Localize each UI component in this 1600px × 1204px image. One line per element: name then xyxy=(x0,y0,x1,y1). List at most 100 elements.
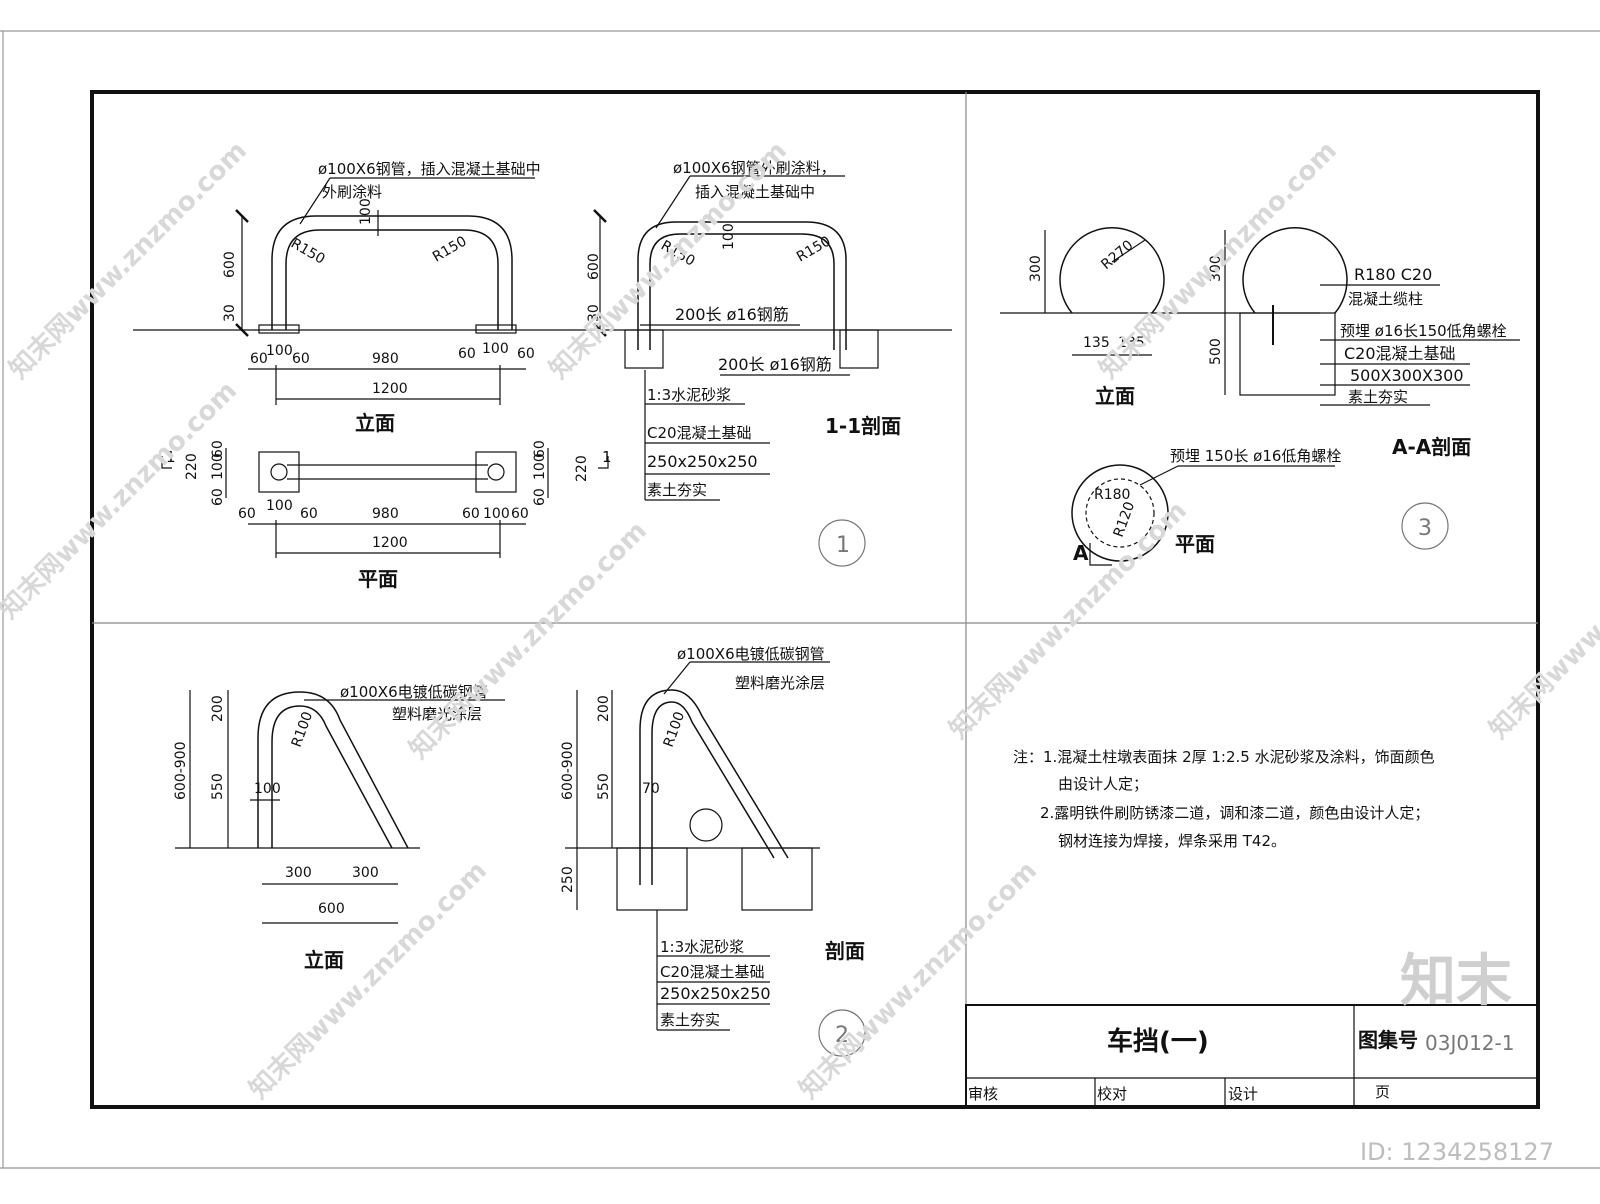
dim-600: 600 xyxy=(222,251,238,278)
dim-60-plan-d: 60 xyxy=(532,488,548,506)
bar2-sec-inner xyxy=(651,701,775,885)
d2-callout-2: 塑料磨光涂层 xyxy=(392,705,482,723)
elev-callout-1: ø100X6钢管，插入混凝土基础中 xyxy=(318,160,541,178)
section-bar-outer xyxy=(637,221,847,350)
d2s-dim-250: 250 xyxy=(560,866,576,893)
dim-60-plan-a: 60 xyxy=(210,440,226,458)
d3-sec-500: 500 xyxy=(1208,338,1224,365)
bar2-elev-inner xyxy=(271,705,393,849)
d2-dim-300-b: 300 xyxy=(352,865,379,881)
watermark-text-2: 知末网www.znzmo.com xyxy=(544,136,793,385)
sec2-footing-left xyxy=(616,847,688,911)
watermark-text-4: 知末网www.znzmo.com xyxy=(0,376,243,625)
watermark-text-8: 知末网www.znzmo.com xyxy=(244,856,493,1105)
sec-dim-30: 30 xyxy=(586,304,602,322)
footing-right xyxy=(475,324,517,334)
soil-2: 素土夯实 xyxy=(660,1011,720,1029)
design-label: 设计 xyxy=(1228,1085,1258,1103)
size-2: 250x250x250 xyxy=(660,984,771,1003)
plan-footing-left xyxy=(258,451,300,493)
column-label: 混凝土缆柱 xyxy=(1348,290,1423,308)
bar2-elev-outer xyxy=(257,691,409,849)
label-plan-1: 平面 xyxy=(358,567,398,591)
dim-60-p4: 60 xyxy=(511,506,529,522)
atlas-number: 03J012-1 xyxy=(1425,1031,1514,1055)
dim-980: 980 xyxy=(372,351,399,367)
size-1: 250x250x250 xyxy=(647,452,758,471)
detail-number-3: 3 xyxy=(1418,516,1432,541)
watermark-text-6: 知末网www.znzmo.com xyxy=(944,496,1193,745)
label-elevation-3: 立面 xyxy=(1095,384,1135,408)
mortar-2: 1:3水泥砂浆 xyxy=(660,938,744,956)
label-elevation-2: 立面 xyxy=(304,948,344,972)
bar2-sec-outer xyxy=(639,689,789,885)
sec-dim-600: 600 xyxy=(586,253,602,280)
soil-1: 素土夯实 xyxy=(647,481,707,499)
dim-100-top: 100 xyxy=(358,198,374,225)
label-elevation-1: 立面 xyxy=(355,411,395,435)
dim-220-left: 220 xyxy=(184,453,200,480)
detail-number-2-circle xyxy=(818,1009,866,1057)
d2-dim-200: 200 xyxy=(210,695,226,722)
detail-number-2: 2 xyxy=(835,1023,849,1048)
dim-30: 30 xyxy=(222,304,238,322)
watermark-id: ID: 1234258127 xyxy=(1360,1138,1554,1166)
detail-1: 600 30 100 R150 R150 ø100X6钢管，插入混凝土基础中 外… xyxy=(133,159,952,591)
dim-100-a: 100 xyxy=(266,343,293,359)
d3-dim-135-b: 135 xyxy=(1118,335,1145,351)
d2s-r100: R100 xyxy=(661,710,689,750)
d2-callout-1: ø100X6电镀低碳钢管 xyxy=(340,683,488,701)
d2s-callout-2: 塑料磨光涂层 xyxy=(735,674,825,692)
section-dome xyxy=(1242,227,1348,314)
rebar-callout-2: 200长 ø16钢筋 xyxy=(718,355,832,374)
note-line-2: 由设计人定； xyxy=(1058,775,1148,793)
page-label: 页 xyxy=(1375,1083,1390,1101)
d2s-dim-600-900: 600-900 xyxy=(560,742,576,801)
leader-line xyxy=(299,177,331,225)
dim-60-c: 60 xyxy=(458,346,476,362)
cut-mark-right: 1 xyxy=(602,448,612,466)
dim-100-b: 100 xyxy=(482,341,509,357)
d3-dim-135-a: 135 xyxy=(1083,335,1110,351)
detail-number-1-circle xyxy=(818,519,866,567)
u-bar-inner xyxy=(285,229,499,330)
dim-100-p1: 100 xyxy=(266,498,293,514)
label-section-2: 剖面 xyxy=(825,939,865,963)
label-plan-3: 平面 xyxy=(1175,532,1215,556)
d2-r100: R100 xyxy=(289,710,317,750)
elev-callout-2: 外刷涂料 xyxy=(322,183,382,201)
r270: R270 xyxy=(1098,237,1136,273)
d2s-callout-1: ø100X6电镀低碳钢管 xyxy=(677,645,825,663)
soil-3: 素土夯实 xyxy=(1348,388,1408,406)
d2-dim-100: 100 xyxy=(254,781,281,797)
review-label: 审核 xyxy=(968,1085,998,1103)
detail-number-3-circle xyxy=(1401,502,1449,550)
cut-mark-a: A xyxy=(1073,541,1089,565)
section-footing-left xyxy=(624,329,664,369)
sheet-title: 车挡(一) xyxy=(1107,1026,1209,1057)
plan-circle-outer xyxy=(1071,464,1169,562)
cut-mark-left: 1 xyxy=(166,448,176,466)
detail-3: 300 R270 135 135 立面 300 500 R180 C20 混凝土… xyxy=(1000,227,1520,566)
note-line-4: 钢材连接为焊接，焊条采用 T42。 xyxy=(1058,832,1286,850)
watermark-text-9: 知末网www.znzmo.com xyxy=(794,856,1043,1105)
note-line-3: 2.露明铁件刷防锈漆二道，调和漆二道，颜色由设计人定； xyxy=(1040,804,1429,822)
mortar-1: 1:3水泥砂浆 xyxy=(647,386,731,404)
section-base xyxy=(1239,312,1336,396)
dim-60-p1: 60 xyxy=(238,506,256,522)
embed-bolt: 预埋 ø16长150低角螺栓 xyxy=(1340,322,1507,340)
drawing-frame xyxy=(90,90,1540,1109)
notes: 注：1.混凝土柱墩表面抹 2厚 1:2.5 水泥砂浆及涂料，饰面颜色 由设计人定… xyxy=(1013,748,1435,850)
dim-1200-plan: 1200 xyxy=(372,535,408,551)
footing-left xyxy=(258,324,300,334)
watermark-text-1: 知末网www.znzmo.com xyxy=(4,136,253,385)
r150-left: R150 xyxy=(288,236,328,268)
label-section-3: A-A剖面 xyxy=(1392,435,1471,459)
dim-1200: 1200 xyxy=(372,381,408,397)
title-block: 车挡(一) 图集号 03J012-1 审核 校对 设计 页 xyxy=(965,1004,1539,1108)
d2s-dim-200: 200 xyxy=(596,695,612,722)
dim-100-p2: 100 xyxy=(483,506,510,522)
d2-dim-600-900: 600-900 xyxy=(173,742,189,801)
sec-callout-1: ø100X6钢管外刷涂料， xyxy=(673,159,836,177)
